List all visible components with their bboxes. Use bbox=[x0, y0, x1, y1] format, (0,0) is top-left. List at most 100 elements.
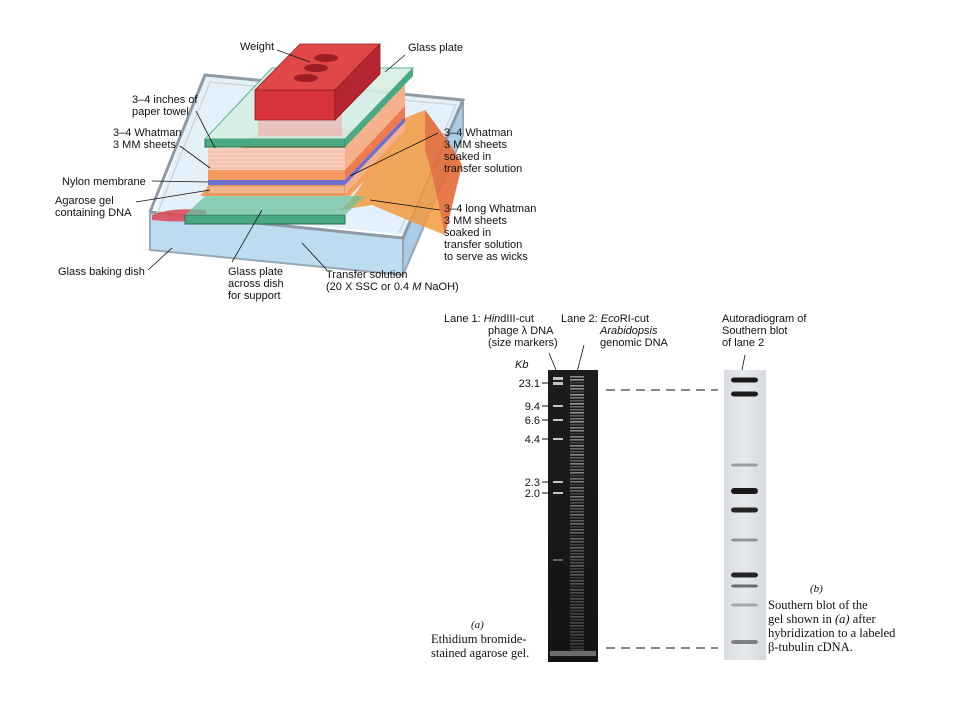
support-glass-plate-top bbox=[185, 196, 365, 215]
smear-band bbox=[570, 499, 584, 501]
smear-band bbox=[570, 637, 584, 639]
smear-band bbox=[570, 607, 584, 609]
smear-band bbox=[570, 376, 584, 378]
top-glass-plate bbox=[204, 138, 346, 148]
towel-lines bbox=[208, 151, 345, 169]
whatman-soaked-sheets bbox=[208, 170, 345, 180]
label-baking-dish: Glass baking dish bbox=[58, 266, 145, 278]
marker-band bbox=[553, 382, 563, 385]
smear-band bbox=[570, 646, 584, 648]
kb-marker-label: 2.3 bbox=[525, 477, 540, 489]
marker-band bbox=[553, 419, 563, 421]
smear-band bbox=[570, 391, 584, 393]
smear-band bbox=[570, 526, 584, 528]
smear-band bbox=[570, 427, 584, 429]
smear-band bbox=[570, 379, 584, 381]
kb-marker-label: 9.4 bbox=[525, 401, 540, 413]
smear-band bbox=[570, 418, 584, 420]
lane1-title: Lane 1: HindIII-cut phage λ DNA (size ma… bbox=[444, 313, 558, 349]
smear-band bbox=[570, 625, 584, 627]
blot-bands bbox=[731, 377, 758, 644]
smear-band bbox=[570, 643, 584, 645]
smear-band bbox=[570, 610, 584, 612]
marker-band bbox=[553, 438, 563, 440]
smear-band bbox=[570, 535, 584, 537]
blot-image bbox=[724, 370, 766, 660]
blot-band bbox=[731, 488, 758, 494]
smear-band bbox=[570, 433, 584, 435]
gel-caption: Ethidium bromide- stained agarose gel. bbox=[431, 632, 530, 660]
lane1-marker-bands bbox=[553, 377, 563, 561]
marker-band bbox=[553, 481, 563, 483]
smear-band bbox=[570, 559, 584, 561]
dashed-connectors bbox=[606, 389, 718, 649]
smear-band bbox=[570, 424, 584, 426]
smear-band bbox=[570, 439, 584, 441]
smear-band bbox=[570, 466, 584, 468]
smear-band bbox=[570, 511, 584, 513]
label-paper-towel: 3–4 inches of paper towel bbox=[132, 94, 201, 118]
smear-band bbox=[570, 472, 584, 474]
membrane-side bbox=[345, 117, 405, 185]
smear-band bbox=[570, 421, 584, 423]
gel-panel: Lane 1: HindIII-cut phage λ DNA (size ma… bbox=[431, 313, 669, 662]
lane2-genomic-smear bbox=[570, 376, 584, 651]
smear-band bbox=[570, 598, 584, 600]
weight-hole-3 bbox=[294, 74, 318, 82]
marker-band bbox=[553, 559, 563, 561]
smear-band bbox=[570, 409, 584, 411]
smear-band bbox=[570, 574, 584, 576]
label-agarose-gel: Agarose gel containing DNA bbox=[55, 195, 132, 219]
smear-band bbox=[570, 631, 584, 633]
smear-band bbox=[570, 412, 584, 414]
smear-band bbox=[570, 529, 584, 531]
smear-band bbox=[570, 481, 584, 483]
kb-marker-label: 23.1 bbox=[519, 378, 540, 390]
smear-band bbox=[570, 550, 584, 552]
smear-band bbox=[570, 415, 584, 417]
kb-label: Kb bbox=[515, 359, 528, 371]
smear-band bbox=[570, 589, 584, 591]
smear-band bbox=[570, 577, 584, 579]
smear-band bbox=[570, 568, 584, 570]
weight-front bbox=[254, 89, 336, 121]
smear-band bbox=[570, 556, 584, 558]
smear-band bbox=[570, 403, 584, 405]
smear-band bbox=[570, 616, 584, 618]
smear-band bbox=[570, 394, 584, 396]
smear-band bbox=[570, 487, 584, 489]
blot-band bbox=[731, 463, 758, 467]
smear-band bbox=[570, 493, 584, 495]
smear-band bbox=[570, 496, 584, 498]
smear-band bbox=[570, 484, 584, 486]
smear-band bbox=[570, 490, 584, 492]
blot-band bbox=[731, 377, 758, 383]
smear-band bbox=[570, 448, 584, 450]
marker-band bbox=[553, 405, 563, 407]
smear-band bbox=[570, 388, 584, 390]
smear-band bbox=[570, 586, 584, 588]
label-nylon-membrane: Nylon membrane bbox=[62, 176, 146, 188]
smear-band bbox=[570, 634, 584, 636]
apparatus-labels: Weight Glass plate 3–4 inches of paper t… bbox=[55, 41, 536, 302]
weight-side bbox=[334, 43, 381, 121]
smear-band bbox=[570, 514, 584, 516]
weight-hole-1 bbox=[314, 54, 338, 62]
smear-band bbox=[570, 382, 584, 384]
smear-band bbox=[570, 475, 584, 477]
support-glass-plate bbox=[184, 214, 346, 225]
kb-ticks: 23.19.46.64.42.32.0 bbox=[519, 378, 549, 500]
smear-band bbox=[570, 463, 584, 465]
top-glass-plate-side bbox=[345, 68, 413, 147]
blot-band bbox=[731, 538, 758, 542]
smear-band bbox=[570, 517, 584, 519]
blot-panel-letter: (b) bbox=[810, 583, 823, 595]
smear-band bbox=[570, 583, 584, 585]
smear-band bbox=[570, 451, 584, 453]
label-whatman-soaked: 3–4 Whatman 3 MM sheets soaked in transf… bbox=[444, 127, 522, 175]
label-weight: Weight bbox=[240, 41, 274, 53]
blot-band bbox=[731, 584, 758, 588]
smear-band bbox=[570, 502, 584, 504]
smear-band bbox=[570, 478, 584, 480]
